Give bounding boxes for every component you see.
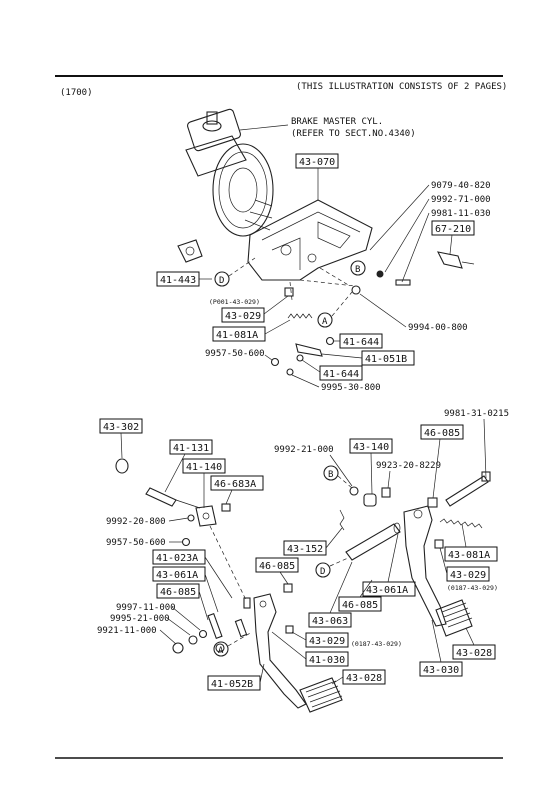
box-46-683A <box>210 475 264 491</box>
brake-pedal-drawing <box>403 505 473 637</box>
part-9079-40-820: 9079-40-820 <box>431 181 491 191</box>
svg-text:41-443: 41-443 <box>160 275 196 286</box>
part-9994-00-800: 9994-00-800 <box>408 323 468 333</box>
svg-text:41-140: 41-140 <box>186 462 222 473</box>
svg-text:D: D <box>219 276 224 286</box>
box-43-029-upper <box>221 307 265 323</box>
return-spring-drawing <box>287 313 313 319</box>
svg-text:41-644: 41-644 <box>343 337 379 348</box>
svg-text:A: A <box>218 646 224 656</box>
svg-text:43-063: 43-063 <box>312 616 348 627</box>
link-rod-drawing <box>295 343 323 357</box>
svg-text:43-029: 43-029 <box>309 636 345 647</box>
svg-text:D: D <box>320 567 325 577</box>
callout-b-lower <box>323 465 339 481</box>
svg-text:43-061A: 43-061A <box>366 585 408 596</box>
callout-d-upper <box>214 271 230 287</box>
svg-text:A: A <box>322 317 328 327</box>
long-bolt-drawing <box>445 475 489 507</box>
callout-a-lower <box>213 641 229 657</box>
svg-text:43-152: 43-152 <box>287 544 323 555</box>
svg-text:43-030: 43-030 <box>423 665 459 676</box>
part-9995-21-000: 9995-21-000 <box>110 614 170 624</box>
brake-master-note-line1: BRAKE MASTER CYL. <box>291 117 383 127</box>
clutch-master-body-drawing <box>195 503 231 527</box>
part-9981-31-0215: 9981-31-0215 <box>444 409 509 419</box>
range-note-lower-right: (0187-43-029) <box>447 584 498 592</box>
box-41-644-b <box>319 365 363 381</box>
bushing-43-140-drawing <box>363 487 391 507</box>
box-67-210 <box>431 220 475 236</box>
part-9957-50-600-lower: 9957-50-600 <box>106 538 166 548</box>
svg-text:46-085: 46-085 <box>424 428 460 439</box>
stop-light-switch-drawing <box>376 251 475 286</box>
model-label: (1700) <box>60 88 93 98</box>
svg-text:67-210: 67-210 <box>435 224 471 235</box>
callout-d-lower <box>315 562 331 578</box>
svg-text:43-302: 43-302 <box>103 422 139 433</box>
svg-text:43-029: 43-029 <box>225 311 261 322</box>
pedal-shaft-drawing <box>345 523 401 561</box>
box-46-085-right <box>420 424 464 440</box>
svg-text:B: B <box>328 470 333 480</box>
brake-master-note-line2: (REFER TO SECT.NO.4340) <box>291 129 416 139</box>
box-41-131 <box>169 439 213 455</box>
svg-text:41-051B: 41-051B <box>365 354 407 365</box>
svg-text:41-052B: 41-052B <box>211 679 253 690</box>
box-43-070 <box>295 153 339 169</box>
svg-text:46-085: 46-085 <box>259 561 295 572</box>
svg-text:43-140: 43-140 <box>353 442 389 453</box>
part-9992-71-000: 9992-71-000 <box>431 195 491 205</box>
callout-a-upper <box>317 312 333 328</box>
svg-text:46-683A: 46-683A <box>214 479 256 490</box>
svg-text:41-644: 41-644 <box>323 369 359 380</box>
pivot-hardware-drawing <box>172 597 251 654</box>
svg-text:43-070: 43-070 <box>299 157 335 168</box>
svg-text:46-085: 46-085 <box>342 600 378 611</box>
svg-text:43-029: 43-029 <box>450 570 486 581</box>
range-note-upper: (P001-43-029) <box>209 298 260 306</box>
svg-text:41-030: 41-030 <box>309 655 345 666</box>
svg-text:B: B <box>355 265 360 275</box>
svg-text:41-023A: 41-023A <box>156 553 198 564</box>
box-46-085-mid <box>255 557 299 573</box>
pages-note: (THIS ILLUSTRATION CONSISTS OF 2 PAGES) <box>296 82 507 92</box>
clutch-rod-drawing <box>145 487 177 507</box>
range-note-lower-mid: (0187-43-029) <box>351 640 402 648</box>
svg-text:41-081A: 41-081A <box>216 330 258 341</box>
box-43-061A-right <box>362 581 416 597</box>
nut-43-302-drawing <box>115 458 129 474</box>
brake-return-spring-drawing <box>439 518 483 529</box>
svg-text:43-061A: 43-061A <box>156 570 198 581</box>
part-9981-11-030: 9981-11-030 <box>431 209 491 219</box>
clutch-pedal-drawing <box>253 593 343 713</box>
svg-text:43-028: 43-028 <box>346 673 382 684</box>
part-9923-20-8229: 9923-20-8229 <box>376 461 441 471</box>
grommet-drawing <box>177 239 203 263</box>
pedal-bracket-drawing <box>247 184 373 281</box>
svg-text:43-028: 43-028 <box>456 648 492 659</box>
part-9995-30-800: 9995-30-800 <box>321 383 381 393</box>
nut-upper-drawing <box>351 285 361 295</box>
svg-text:43-081A: 43-081A <box>448 550 490 561</box>
part-9957-50-600-upper: 9957-50-600 <box>205 349 265 359</box>
part-9997-11-000: 9997-11-000 <box>116 603 176 613</box>
box-43-081A <box>444 546 498 562</box>
svg-text:46-085: 46-085 <box>160 587 196 598</box>
callout-b-upper <box>350 260 366 276</box>
part-9921-11-000: 9921-11-000 <box>97 626 157 636</box>
brake-master-cylinder-drawing <box>185 108 274 237</box>
part-9992-20-800: 9992-20-800 <box>106 517 166 527</box>
part-9992-21-000: 9992-21-000 <box>274 445 334 455</box>
svg-text:41-131: 41-131 <box>173 443 209 454</box>
pin-clip-drawing <box>339 509 345 531</box>
